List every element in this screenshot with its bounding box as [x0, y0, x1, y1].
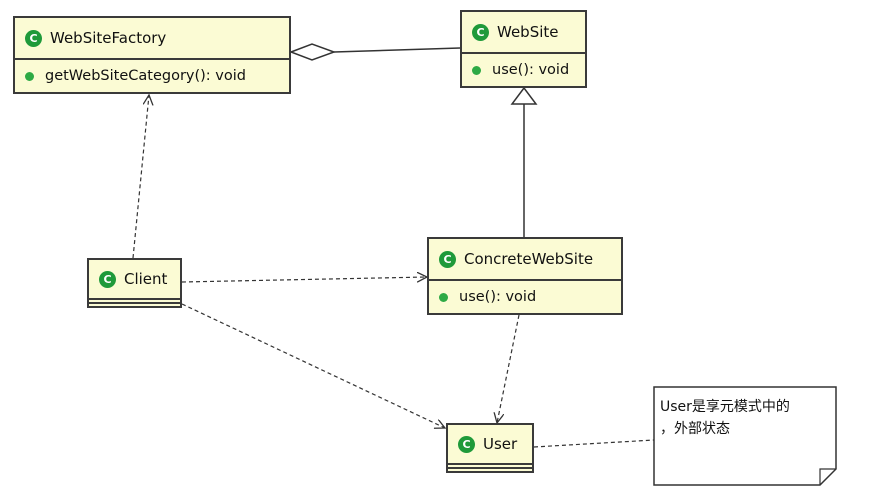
- class-client-header: C Client: [89, 260, 180, 298]
- class-stereotype-icon: C: [472, 23, 489, 41]
- class-websitefactory[interactable]: C WebSiteFactory getWebSiteCategory(): v…: [13, 16, 291, 94]
- class-websitefactory-header: C WebSiteFactory: [15, 18, 289, 58]
- class-websitefactory-methods: getWebSiteCategory(): void: [15, 58, 289, 92]
- method-label: use(): void: [459, 289, 537, 305]
- public-method-dot-icon: [439, 292, 448, 302]
- class-client-methods: [89, 302, 180, 306]
- class-stereotype-icon: C: [25, 29, 42, 47]
- public-method-dot-icon: [25, 71, 34, 81]
- generalization-concretewebsite-website: [510, 86, 538, 237]
- dependency-client-user: [181, 303, 445, 428]
- note-link: [533, 439, 655, 448]
- class-concretewebsite-header: C ConcreteWebSite: [429, 239, 621, 279]
- class-concretewebsite-name: ConcreteWebSite: [464, 250, 594, 268]
- method-use: use(): void: [429, 281, 621, 313]
- inheritance-triangle: [510, 86, 538, 105]
- class-client-attributes: [89, 298, 180, 302]
- aggregation-websitefactory-website: [288, 43, 461, 61]
- class-stereotype-icon: C: [458, 435, 475, 453]
- class-concretewebsite[interactable]: C ConcreteWebSite use(): void: [427, 237, 623, 315]
- class-user-header: C User: [448, 425, 532, 463]
- aggregation-diamond: [288, 43, 337, 61]
- class-stereotype-icon: C: [99, 270, 116, 288]
- class-user-name: User: [483, 435, 518, 453]
- class-user-attributes: [448, 463, 532, 467]
- class-website-methods: use(): void: [462, 52, 585, 86]
- class-website-name: WebSite: [497, 23, 559, 41]
- class-client-name: Client: [124, 270, 168, 288]
- class-websitefactory-name: WebSiteFactory: [50, 29, 167, 47]
- dependency-concretewebsite-user: [497, 314, 520, 423]
- class-website[interactable]: C WebSite use(): void: [460, 10, 587, 88]
- dependency-client-concretewebsite: [181, 277, 427, 282]
- class-user[interactable]: C User: [446, 423, 534, 473]
- method-use: use(): void: [462, 54, 585, 86]
- note-box: [653, 386, 837, 486]
- class-client[interactable]: C Client: [87, 258, 182, 308]
- class-website-header: C WebSite: [462, 12, 585, 52]
- dependency-client-websitefactory: [132, 95, 149, 259]
- class-user-methods: [448, 467, 532, 471]
- method-label: use(): void: [492, 62, 570, 78]
- class-stereotype-icon: C: [439, 250, 456, 268]
- class-concretewebsite-methods: use(): void: [429, 279, 621, 313]
- public-method-dot-icon: [472, 65, 481, 75]
- method-getwebsitecategory: getWebSiteCategory(): void: [15, 60, 289, 92]
- note-text: User是享元模式中的 ，外部状态: [660, 399, 790, 437]
- class-websitefactory-empty-section: [15, 92, 289, 94]
- method-label: getWebSiteCategory(): void: [45, 68, 246, 84]
